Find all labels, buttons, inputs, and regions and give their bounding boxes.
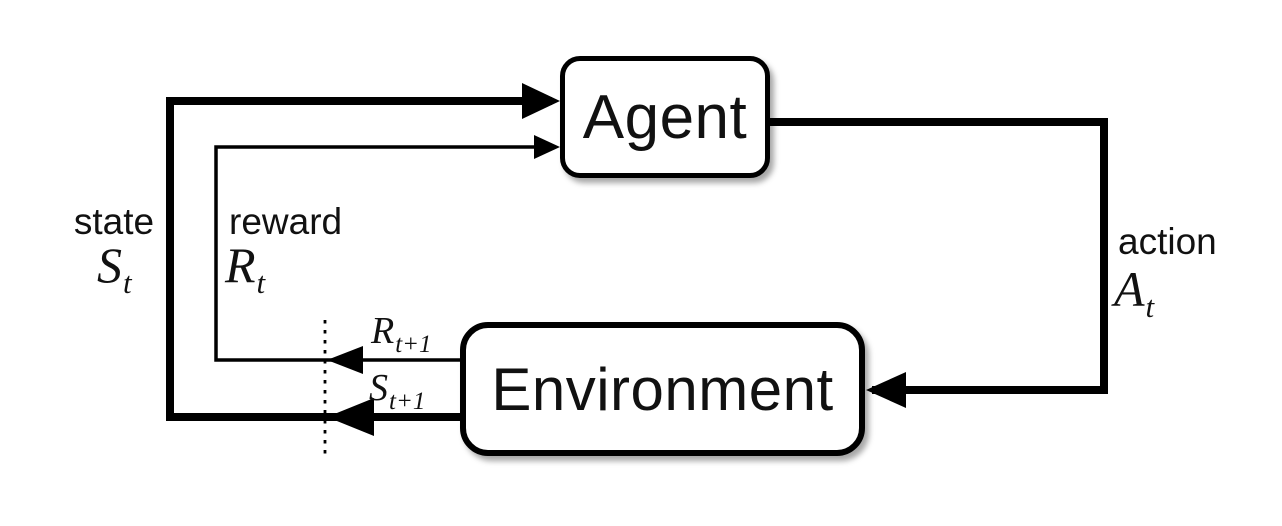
reward-symbol: Rt [225, 237, 265, 300]
state-symbol: St [97, 237, 132, 300]
action-symbol: At [1114, 261, 1154, 324]
next-reward-arrowhead-icon [327, 346, 363, 374]
agent-label: Agent [582, 82, 748, 152]
state-word-label: state [73, 201, 155, 242]
action-path [768, 118, 1108, 394]
reward-arrowhead-to-agent-icon [534, 135, 560, 159]
action-word-label: action [1118, 221, 1217, 262]
reward-symbol-main: R [225, 237, 256, 293]
state-symbol-subscript: t [123, 265, 132, 300]
reward-word-label: reward [229, 201, 343, 242]
next-state-symbol-subscript: t+1 [389, 388, 426, 415]
state-symbol-main: S [97, 237, 122, 293]
environment-label: Environment [491, 355, 834, 423]
next-state-arrowhead-icon [327, 398, 374, 436]
reward-symbol-subscript: t [256, 265, 266, 300]
next-reward-symbol-subscript: t+1 [395, 331, 432, 358]
state-arrowhead-to-agent-icon [522, 83, 560, 119]
state-path [166, 97, 552, 421]
next-state-symbol-main: S [369, 367, 388, 409]
agent-node: Agent [560, 56, 770, 178]
next-reward-symbol-main: R [371, 310, 395, 352]
action-arrowhead-icon [866, 372, 906, 408]
next-state-symbol: St+1 [369, 367, 425, 415]
environment-node: Environment [460, 322, 865, 456]
next-reward-symbol: Rt+1 [371, 310, 432, 358]
action-symbol-main: A [1114, 261, 1145, 317]
action-symbol-subscript: t [1145, 289, 1155, 324]
